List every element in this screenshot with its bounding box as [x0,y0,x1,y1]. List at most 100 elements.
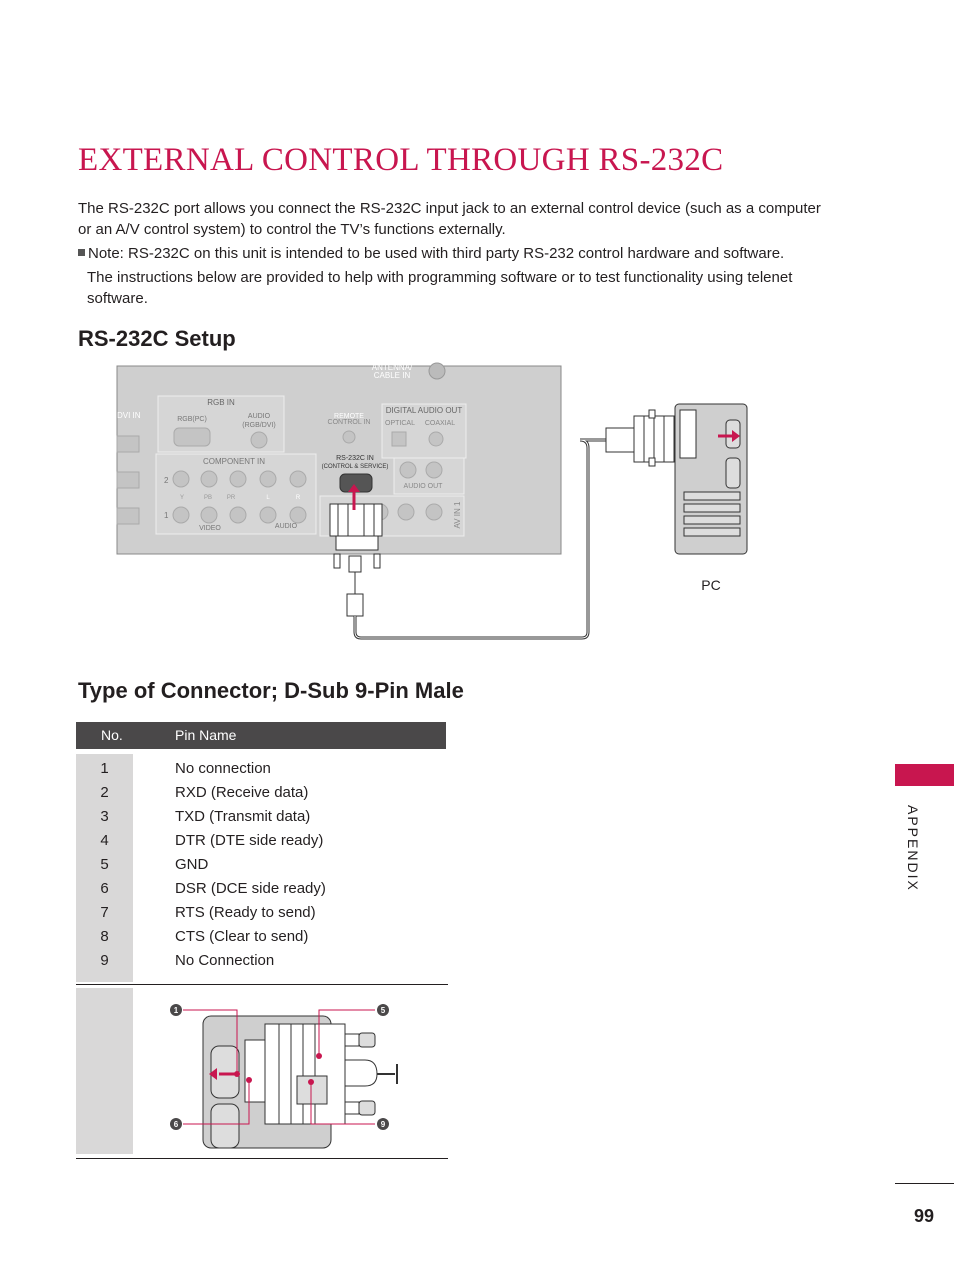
av-audio-r-jack [425,503,443,521]
callout-badge-6 [170,1118,182,1130]
note-paragraph: Note: RS-232C on this unit is intended t… [78,243,868,309]
digital-audio-out-label: DIGITAL AUDIO OUT [386,406,463,415]
pin-name: DTR (DTE side ready) [175,832,324,849]
image-row-gray-column [76,988,133,1154]
pc-tower [674,403,748,555]
setup-heading: RS-232C Setup [78,326,236,351]
callout-line-6 [183,1080,250,1125]
pr-label: PR [227,495,236,501]
callout-line-5 [318,1009,375,1056]
pb-label: PB [204,495,212,501]
dvi-port-2 [116,471,140,489]
table-bottom-rule [76,1158,448,1159]
section-tab-marker [895,764,954,786]
bullet-square-icon [78,249,85,256]
video-label: VIDEO [199,525,221,532]
remote-label: REMOTE [334,413,364,420]
pin-number: 1 [100,760,109,777]
pin-layout-illustration: 1 5 6 9 [170,1004,398,1149]
coaxial-jack [428,431,444,447]
optical-port [391,431,407,447]
pin-number: 5 [100,856,109,873]
coaxial-label: COAXIAL [425,420,455,427]
pin-number: 3 [100,808,109,825]
callout-badge-1 [170,1004,182,1016]
pc-side-plug [605,409,740,467]
callout-1: 1 [174,1006,179,1015]
intro-paragraph: The RS-232C port allows you connect the … [78,198,868,240]
col-no-header: No. [101,727,123,743]
page-number-rule [895,1183,954,1184]
screw-top [344,1033,360,1047]
pin-name: CTS (Clear to send) [175,928,309,945]
pin-number: 4 [100,832,109,849]
audio-out-label: AUDIO OUT [404,483,444,490]
audio-rgb-jack [250,431,268,449]
callout-line-9 [310,1082,375,1125]
component-row-2: 2 [164,476,169,485]
note-line-1: Note: RS-232C on this unit is intended t… [88,245,785,262]
page-title: EXTERNAL CONTROL THROUGH RS-232C [78,142,724,178]
optical-label: OPTICAL [385,420,415,427]
dvi-in-label: DVI IN [117,411,141,420]
callout-6: 6 [174,1120,179,1129]
control-service-label: (CONTROL & SERVICE) [322,464,389,470]
plug-body [264,1023,346,1125]
pin-number: 7 [100,904,109,921]
antenna-label: ANTENNA/ [372,363,413,372]
plug-body-left [244,1039,268,1103]
table-divider [76,984,448,985]
pc-label: PC [701,577,720,593]
pin-number: 9 [100,952,109,969]
callout-5: 5 [381,1006,386,1015]
section-tab-label: APPENDIX [905,805,921,892]
pin-number: 8 [100,928,109,945]
component-jacks [172,470,307,524]
cable-boot [344,1059,378,1087]
callout-line-1 [183,1009,238,1074]
pin-name: No connection [175,760,271,777]
page-number: 99 [913,1206,934,1226]
audio-out-l-jack [399,461,417,479]
pin-name: DSR (DCE side ready) [175,880,326,897]
callout-badge-5 [377,1004,389,1016]
intro-line-1: The RS-232C port allows you connect the … [78,200,821,217]
pin-table-header: No. Pin Name [76,722,446,749]
antenna-jack [428,362,446,380]
pin-name: GND [175,856,209,873]
serial-port-lower [210,1103,240,1149]
rgb-pc-port [173,427,211,447]
component-in-label: COMPONENT IN [203,457,265,466]
pin-number-column [76,754,133,982]
rs232-cable-inner [354,439,635,639]
callout-badge-9 [377,1118,389,1130]
dvi-port-3 [116,507,140,525]
audio-label: AUDIO [248,413,271,420]
connector-heading: Type of Connector; D-Sub 9-Pin Male [78,678,464,703]
av-in-1-label: AV IN 1 [453,501,462,529]
rgb-pc-label: RGB(PC) [177,416,207,423]
intro-line-2: or an A/V control system) to control the… [78,221,506,238]
digital-audio-out-section [381,403,467,459]
audio-small-label: AUDIO [275,523,298,530]
pin-number: 2 [100,784,109,801]
r-label: R [296,495,301,501]
note-line-3: software. [87,290,148,307]
control-in-label: CONTROL IN [328,419,371,426]
y-label: Y [180,495,184,501]
connection-diagram: ANTENNA/ CABLE IN RGB IN RGB(PC) AUDIO (… [116,362,748,640]
rgb-dvi-label: (RGB/DVI) [242,422,275,429]
l-label: L [266,495,270,501]
pin-name: No Connection [175,952,275,969]
dvi-port-1 [116,435,140,453]
audio-out-r-jack [425,461,443,479]
tv-side-plug [329,484,383,617]
pin-name: RTS (Ready to send) [175,904,316,921]
cable-in-label: CABLE IN [374,371,411,380]
component-row-1: 1 [164,511,169,520]
pin-number: 6 [100,880,109,897]
rs232c-in-label: RS-232C IN [336,455,374,462]
rgb-in-label: RGB IN [207,398,235,407]
av-audio-l-jack [397,503,415,521]
note-line-2: The instructions below are provided to h… [87,269,793,286]
